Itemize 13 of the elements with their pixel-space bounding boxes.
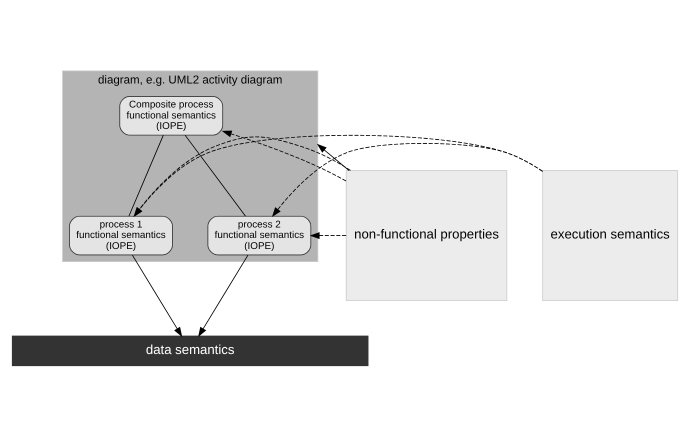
node-box: process 1 functional semantics (IOPE) [69,216,173,256]
node-box: non-functional properties [346,170,508,302]
arrow [310,232,347,240]
arrow [132,254,182,337]
node-box: data semantics [12,336,368,366]
arrow [198,254,248,337]
arrow [272,143,544,218]
connector [184,134,246,217]
arrow [316,144,350,171]
node-box: execution semantics [542,170,678,302]
node-box: process 2 functional semantics (IOPE) [207,216,312,256]
node-box: Composite process functional semantics (IOPE) [119,96,224,136]
arrow [222,130,346,182]
